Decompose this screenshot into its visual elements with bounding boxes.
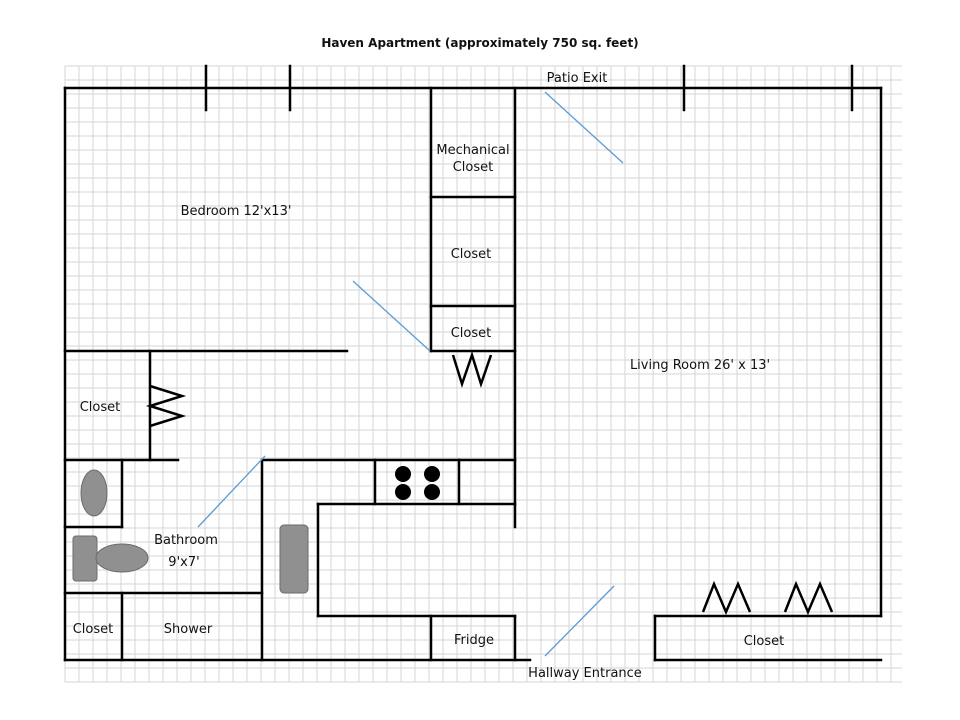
- door-swings: [197, 91, 624, 657]
- kitchen-sink-fixture: [279, 524, 309, 594]
- living-closet-bifold-door-right: [783, 580, 834, 616]
- room-label-mechanical-closet: Mechanical: [436, 143, 509, 158]
- exit-label-hallway: Hallway Entrance: [528, 666, 642, 681]
- room-label-living-room: Living Room 26' x 13': [630, 358, 770, 373]
- stove-burner-icon: [395, 466, 411, 482]
- room-label-closet-living: Closet: [744, 634, 785, 649]
- stove-burner-icon: [395, 484, 411, 500]
- toilet-bowl-fixture: [95, 543, 149, 573]
- bedroom-closet-bifold-door: [145, 384, 187, 428]
- room-label-mechanical-closet-line2: Closet: [453, 160, 494, 175]
- graph-paper-grid: [64, 65, 902, 683]
- room-label-closet-mid: Closet: [451, 247, 492, 262]
- bifold-doors: [145, 350, 834, 616]
- room-labels: Patio Exit Mechanical Closet Bedroom 12'…: [73, 71, 785, 681]
- room-label-bathroom-size: 9'x7': [168, 555, 199, 570]
- room-label-closet-small: Closet: [451, 326, 492, 341]
- stove-burner-icon: [424, 466, 440, 482]
- living-closet-bifold-door-left: [701, 580, 752, 616]
- room-label-fridge: Fridge: [454, 633, 494, 648]
- patio-door-swing: [544, 91, 624, 164]
- room-label-shower: Shower: [164, 622, 213, 637]
- stove-burner-icon: [424, 484, 440, 500]
- bathroom-door-swing: [197, 455, 266, 528]
- fixtures: [72, 466, 440, 594]
- sink-fixture: [80, 469, 108, 517]
- exit-label-patio: Patio Exit: [547, 71, 608, 86]
- closet-bifold-door-top: [451, 350, 493, 389]
- room-label-bedroom: Bedroom 12'x13': [181, 204, 292, 219]
- bedroom-door-swing: [352, 280, 431, 352]
- room-label-closet-bedroom: Closet: [80, 400, 121, 415]
- room-label-bathroom: Bathroom: [154, 533, 218, 548]
- walls: [63, 64, 883, 662]
- toilet-tank-fixture: [72, 535, 98, 582]
- room-label-closet-bath: Closet: [73, 622, 114, 637]
- entrance-door-swing: [544, 585, 615, 657]
- plan-title: Haven Apartment (approximately 750 sq. f…: [321, 36, 638, 50]
